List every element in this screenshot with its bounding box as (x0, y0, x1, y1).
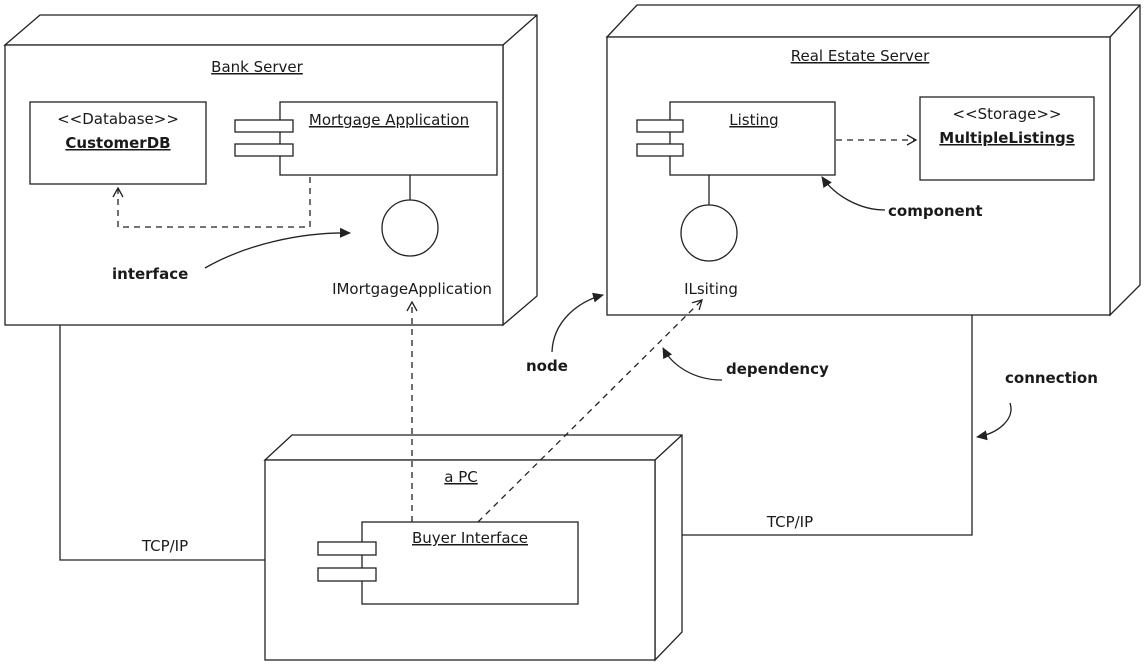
annotation-interface: interface (112, 265, 188, 283)
component-tab-icon (234, 143, 294, 157)
ilisting-interface-label: ILsiting (684, 280, 738, 298)
multiple-listings-artifact[interactable]: <<Storage>> MultipleListings (919, 96, 1095, 181)
imortgage-interface-label: IMortgageApplication (332, 280, 492, 298)
annotation-interface-arrow (204, 227, 351, 269)
interface-circle-icon (680, 204, 738, 262)
ilisting-interface[interactable]: ILsiting (680, 175, 738, 298)
real-estate-server-node[interactable]: Real Estate Server (605, 4, 1141, 317)
annotation-component: component (888, 202, 983, 220)
buyer-interface-component[interactable]: Buyer Interface (317, 521, 579, 605)
customer-db-stereotype: <<Database>> (57, 110, 179, 128)
connection-bank-to-pc (59, 325, 265, 561)
pc-title: a PC (444, 468, 477, 486)
real-estate-server-title: Real Estate Server (791, 47, 930, 65)
listing-label: Listing (729, 111, 778, 129)
interface-circle-icon (381, 199, 439, 257)
left-protocol-label: TCP/IP (141, 537, 188, 555)
component-tab-icon (234, 119, 294, 133)
connection-realestate-to-pc (682, 315, 973, 536)
annotation-dependency-arrow (662, 347, 723, 381)
dependency-mortgage-to-db (112, 177, 311, 228)
annotation-connection-arrow (976, 402, 1012, 441)
component-tab-icon (317, 567, 377, 582)
component-tab-icon (317, 541, 377, 556)
mortgage-application-label: Mortgage Application (309, 111, 469, 129)
right-protocol-label: TCP/IP (766, 513, 813, 531)
dependency-buyer-to-ilisting (477, 299, 703, 523)
annotation-component-arrow (821, 176, 886, 211)
imortgage-interface[interactable]: IMortgageApplication (332, 175, 492, 298)
customer-db-name: CustomerDB (65, 134, 170, 152)
mortgage-application-component[interactable]: Mortgage Application (234, 101, 498, 176)
component-tab-icon (636, 119, 684, 133)
multiple-listings-stereotype: <<Storage>> (953, 105, 1062, 123)
customer-db-artifact[interactable]: <<Database>> CustomerDB (29, 101, 207, 185)
annotation-node-arrow (551, 292, 604, 353)
component-tab-icon (636, 143, 684, 157)
listing-component[interactable]: Listing (636, 101, 836, 176)
annotation-dependency: dependency (726, 360, 829, 378)
annotation-connection: connection (1005, 369, 1098, 387)
bank-server-node[interactable]: Bank Server (3, 14, 538, 327)
buyer-interface-label: Buyer Interface (412, 529, 528, 547)
bank-server-title: Bank Server (211, 58, 303, 76)
annotation-node: node (526, 357, 568, 375)
multiple-listings-name: MultipleListings (939, 129, 1074, 147)
